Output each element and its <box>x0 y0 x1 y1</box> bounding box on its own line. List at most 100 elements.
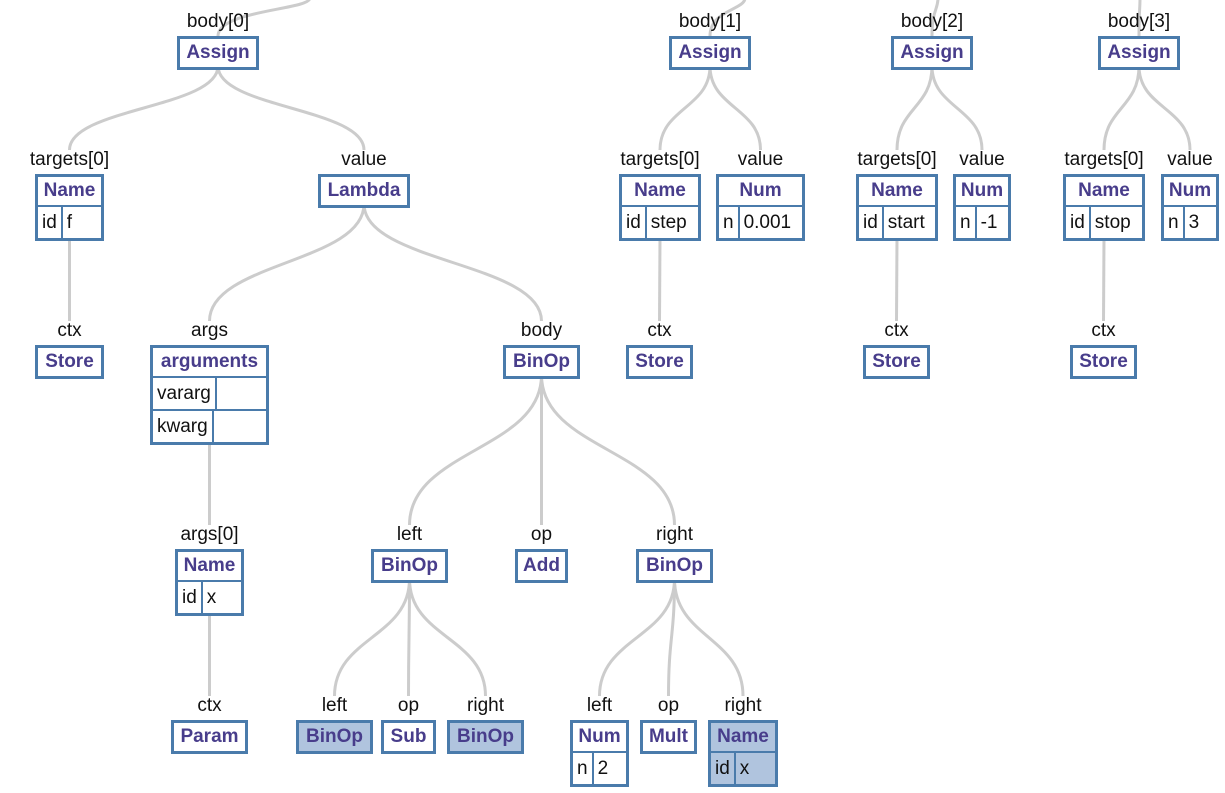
field-value: x <box>739 758 750 779</box>
field-key: vararg <box>153 378 217 409</box>
tree-edge <box>598 578 676 697</box>
node-type: Store <box>45 351 94 372</box>
field-key: n <box>573 753 594 784</box>
field-value: -1 <box>980 212 998 233</box>
tree-edge <box>208 203 366 322</box>
node-type: BinOp <box>457 726 514 747</box>
field-value: 2 <box>597 758 609 779</box>
ast-node-binop[interactable]: BinOp <box>636 549 713 583</box>
tree-edge <box>333 578 411 697</box>
node-type: Mult <box>648 726 689 747</box>
node-type: Name <box>1078 180 1130 201</box>
node-type: Store <box>872 351 921 372</box>
field-key: id <box>711 753 736 784</box>
edge-label: args[0] <box>180 524 239 545</box>
node-type: Name <box>871 180 923 201</box>
ast-node-assign[interactable]: Assign <box>669 36 751 70</box>
ast-node-binop[interactable]: BinOp <box>371 549 448 583</box>
edge-label: value <box>1167 149 1213 170</box>
field-value <box>217 378 266 409</box>
field-key: id <box>859 207 884 238</box>
node-type: Assign <box>678 42 742 63</box>
edge-label: op <box>397 695 420 716</box>
ast-node-param[interactable]: Param <box>171 720 248 754</box>
node-type: arguments <box>160 351 259 372</box>
tree-edge <box>1102 65 1141 151</box>
field-value: stop <box>1094 212 1131 233</box>
tree-edge <box>540 374 676 526</box>
node-type: Assign <box>186 42 250 63</box>
ast-node-assign[interactable]: Assign <box>891 36 973 70</box>
field-value: x <box>206 587 217 608</box>
ast-node-binop[interactable]: BinOp <box>296 720 373 754</box>
tree-edge <box>1102 236 1106 322</box>
ast-node-sub[interactable]: Sub <box>381 720 436 754</box>
root-edge <box>930 0 940 37</box>
ast-node-binop[interactable]: BinOp <box>503 345 580 379</box>
node-type: BinOp <box>306 726 363 747</box>
edge-label: right <box>724 695 762 716</box>
edge-label: value <box>959 149 1005 170</box>
ast-node-store[interactable]: Store <box>626 345 693 379</box>
tree-edge <box>658 236 662 322</box>
edge-label: body[0] <box>186 11 250 32</box>
node-type: Param <box>180 726 239 747</box>
node-type: BinOp <box>513 351 570 372</box>
tree-edge <box>708 65 762 151</box>
ast-node-lambda[interactable]: Lambda <box>318 174 410 208</box>
ast-node-assign[interactable]: Assign <box>177 36 259 70</box>
field-key: kwarg <box>153 411 214 442</box>
edge-label: ctx <box>647 320 672 341</box>
edge-label: body[1] <box>678 11 742 32</box>
edge-label: targets[0] <box>857 149 937 170</box>
tree-edge <box>895 65 934 151</box>
ast-node-store[interactable]: Store <box>35 345 104 379</box>
ast-node-store[interactable]: Store <box>863 345 930 379</box>
ast-node-mult[interactable]: Mult <box>640 720 697 754</box>
node-type: Num <box>739 180 782 201</box>
edge-label: targets[0] <box>29 149 110 170</box>
tree-edge <box>408 578 487 697</box>
edge-label: op <box>530 524 553 545</box>
field-value: f <box>66 212 73 233</box>
field-key: n <box>719 207 740 238</box>
field-key: n <box>1164 207 1185 238</box>
node-type: BinOp <box>381 555 438 576</box>
node-type: Num <box>960 180 1004 201</box>
node-type: Lambda <box>327 180 401 201</box>
ast-node-store[interactable]: Store <box>1070 345 1137 379</box>
edge-label: value <box>737 149 784 170</box>
tree-edge <box>216 65 366 151</box>
ast-node-assign[interactable]: Assign <box>1098 36 1180 70</box>
ast-node-add[interactable]: Add <box>515 549 568 583</box>
ast-node-binop[interactable]: BinOp <box>447 720 524 754</box>
field-value: step <box>650 212 687 233</box>
node-type: Name <box>634 180 686 201</box>
node-type: Num <box>1168 180 1212 201</box>
field-key: id <box>1066 207 1091 238</box>
edge-label: ctx <box>57 320 82 341</box>
edge-label: targets[0] <box>1064 149 1144 170</box>
tree-edge <box>658 65 712 151</box>
